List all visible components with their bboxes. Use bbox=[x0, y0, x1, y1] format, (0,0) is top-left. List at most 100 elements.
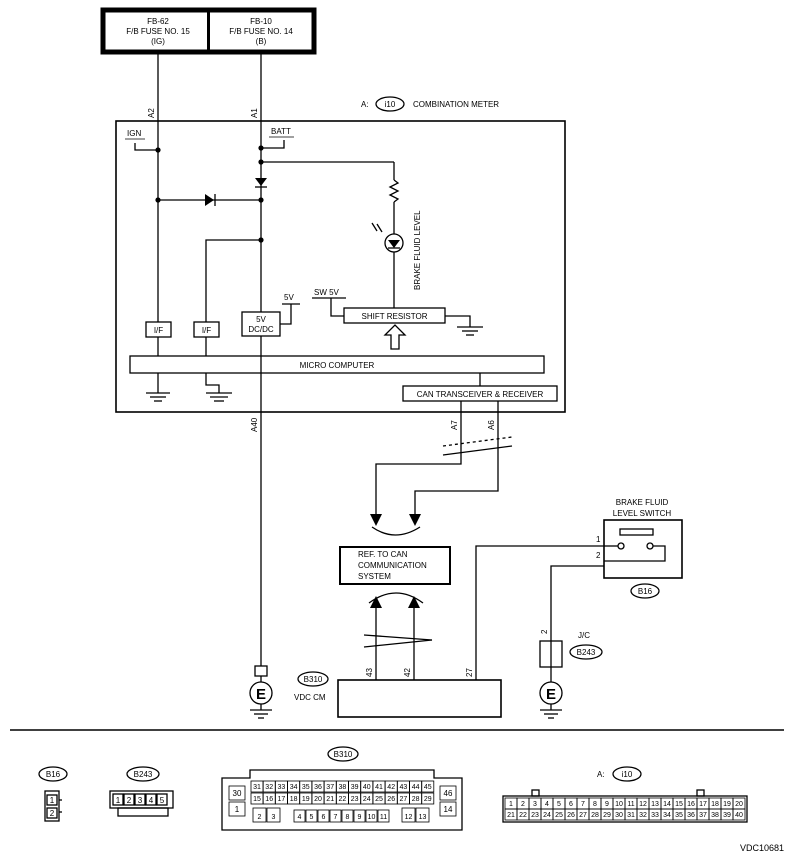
i10-pin-16: 16 bbox=[687, 801, 695, 808]
shift-resistor-ground-wire bbox=[445, 315, 471, 327]
pin-43-label: 43 bbox=[365, 668, 374, 677]
wire-if2 bbox=[205, 239, 261, 322]
b310-pin-17: 17 bbox=[278, 796, 286, 803]
meter-name: COMBINATION METER bbox=[413, 100, 499, 109]
b310-pin-29: 29 bbox=[424, 796, 432, 803]
i10-pin-24: 24 bbox=[543, 812, 551, 819]
switch-contact-2 bbox=[646, 542, 654, 550]
i10-pin-11: 11 bbox=[627, 801, 634, 808]
b243-id: B243 bbox=[134, 770, 153, 779]
b310-pin-40: 40 bbox=[363, 784, 371, 791]
b310-pin-2: 2 bbox=[258, 814, 262, 821]
b310-pin-13-cell bbox=[415, 807, 430, 823]
dcdc-label-2: DC/DC bbox=[248, 325, 274, 334]
i10-pin-13: 13 bbox=[651, 801, 659, 808]
i10-pin-14: 14 bbox=[663, 801, 671, 808]
pin-a6-label: A6 bbox=[487, 420, 496, 430]
pin-27-label: 27 bbox=[465, 668, 474, 677]
b310-pin-16: 16 bbox=[265, 796, 273, 803]
jc-pin-2: 2 bbox=[540, 629, 549, 634]
b310-pin-6-cell bbox=[317, 809, 330, 823]
switch-title-2: LEVEL SWITCH bbox=[613, 509, 672, 518]
i10-pin-25: 25 bbox=[555, 812, 563, 819]
wire-switch-pin2 bbox=[550, 565, 604, 641]
wire-27 bbox=[475, 545, 604, 680]
b310-pin-28: 28 bbox=[412, 796, 420, 803]
i10-prefix: A: bbox=[597, 770, 605, 779]
fuse-fb10-name: FB-10 bbox=[250, 17, 272, 26]
b310-pin-22: 22 bbox=[339, 796, 347, 803]
diode-main bbox=[255, 178, 267, 186]
ground-wire-2 bbox=[205, 373, 220, 393]
brake-fluid-level-label: BRAKE FLUID LEVEL bbox=[413, 210, 422, 290]
b310-pin-38: 38 bbox=[339, 784, 347, 791]
meter-id-badge bbox=[375, 96, 405, 112]
i10-pin-4: 4 bbox=[545, 801, 549, 808]
b243-pin-5: 5 bbox=[160, 796, 165, 805]
i10-pin-7: 7 bbox=[581, 801, 585, 808]
b310-pin-42: 42 bbox=[387, 784, 395, 791]
diode-bridge bbox=[205, 194, 214, 206]
i10-pin-2: 2 bbox=[521, 801, 525, 808]
b243-pin-1: 1 bbox=[116, 796, 121, 805]
i10-pin-19: 19 bbox=[723, 801, 731, 808]
b310-pin-41: 41 bbox=[375, 784, 383, 791]
b310-pin-5-cell bbox=[305, 809, 318, 823]
figure-code: VDC10681 bbox=[740, 843, 784, 853]
fuse-fb62-type: (IG) bbox=[151, 37, 165, 46]
b16-pin-2: 2 bbox=[50, 809, 55, 818]
b16-badge bbox=[38, 766, 68, 782]
meter-prefix: A: bbox=[361, 100, 369, 109]
b310-pin-7-cell bbox=[329, 809, 342, 823]
b310-pin-14: 14 bbox=[444, 805, 453, 814]
b310-pin-23: 23 bbox=[351, 796, 359, 803]
fuse-fb10-number: F/B FUSE NO. 14 bbox=[229, 27, 293, 36]
b310-pin-30: 30 bbox=[233, 789, 242, 798]
b310-pin-5: 5 bbox=[310, 814, 314, 821]
can-transceiver-box bbox=[402, 385, 558, 402]
b310-id: B310 bbox=[334, 750, 353, 759]
can-arc-bottom bbox=[368, 592, 424, 604]
micro-computer-label: MICRO COMPUTER bbox=[300, 361, 375, 370]
i10-pin-3: 3 bbox=[533, 801, 537, 808]
b310-pin-27: 27 bbox=[400, 796, 408, 803]
b310-badge bbox=[327, 746, 359, 762]
can-transceiver-label: CAN TRANSCEIVER & RECEIVER bbox=[417, 390, 544, 399]
a40-terminal bbox=[254, 665, 268, 677]
b310-pin-34: 34 bbox=[290, 784, 298, 791]
b310-pin-8-cell bbox=[341, 809, 354, 823]
dcdc-5v-label: 5V bbox=[284, 293, 294, 302]
i10-pin-22: 22 bbox=[519, 812, 527, 819]
fuse-fb62-number: F/B FUSE NO. 15 bbox=[126, 27, 190, 36]
b243-pin-4: 4 bbox=[149, 796, 154, 805]
i10-pin-32: 32 bbox=[639, 812, 647, 819]
b16-connector bbox=[44, 790, 60, 822]
b310-pin-21: 21 bbox=[326, 796, 334, 803]
i10-pin-23: 23 bbox=[531, 812, 539, 819]
micro-computer-box bbox=[129, 355, 545, 374]
b310-pin-6: 6 bbox=[322, 814, 326, 821]
pin-a7-label: A7 bbox=[450, 420, 459, 430]
i10-pin-15: 15 bbox=[675, 801, 683, 808]
can-arc-top bbox=[371, 526, 421, 536]
switch-pin-1: 1 bbox=[596, 535, 601, 544]
brake-fluid-switch-box bbox=[603, 519, 683, 579]
jc-id: B243 bbox=[577, 648, 596, 657]
switch-id: B16 bbox=[638, 587, 653, 596]
i10-pin-5: 5 bbox=[557, 801, 561, 808]
b310-pin-31: 31 bbox=[253, 784, 261, 791]
i10-pin-27: 27 bbox=[579, 812, 587, 819]
i10-badge bbox=[612, 766, 642, 782]
i10-pin-8: 8 bbox=[593, 801, 597, 808]
i10-pin-20: 20 bbox=[735, 801, 743, 808]
i10-pin-40-cell bbox=[732, 808, 746, 821]
pin-42-label: 42 bbox=[403, 668, 412, 677]
i10-pin-9: 9 bbox=[605, 801, 609, 808]
can-ref-line3: SYSTEM bbox=[358, 572, 391, 581]
b310-pin-3: 3 bbox=[272, 814, 276, 821]
vdc-cm-box bbox=[337, 679, 502, 718]
i10-connector bbox=[502, 795, 748, 823]
b310-pin-11: 11 bbox=[380, 814, 387, 821]
batt-label: BATT bbox=[271, 127, 291, 136]
